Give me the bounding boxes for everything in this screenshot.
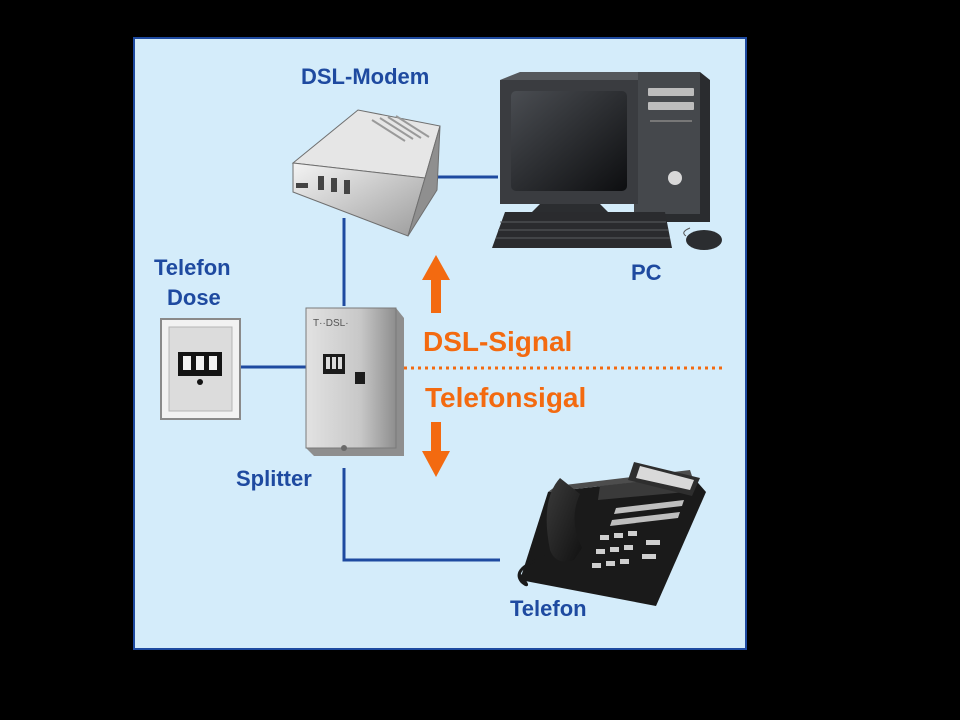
label-dsl-signal: DSL-Signal [423, 326, 573, 357]
label-telefon-dose-line1: Telefon [154, 255, 231, 280]
arrow-down-icon [422, 422, 450, 477]
label-telefon-dose-line2: Dose [167, 285, 221, 310]
label-telefon: Telefon [510, 596, 587, 621]
telefon-dose-icon [160, 318, 241, 420]
label-dsl-modem: DSL-Modem [301, 64, 430, 89]
telephone-icon [517, 462, 706, 606]
splitter-brand-label: T··DSL· [313, 318, 349, 329]
line-splitter-telefon [342, 468, 500, 562]
pc-computer-icon [492, 72, 722, 250]
arrow-up-icon [422, 255, 450, 313]
splitter-icon: T··DSL· [305, 307, 404, 456]
label-telefonsignal: Telefonsigal [425, 382, 587, 413]
label-pc: PC [631, 260, 662, 285]
label-splitter: Splitter [236, 466, 312, 491]
dsl-modem-icon [291, 109, 441, 237]
